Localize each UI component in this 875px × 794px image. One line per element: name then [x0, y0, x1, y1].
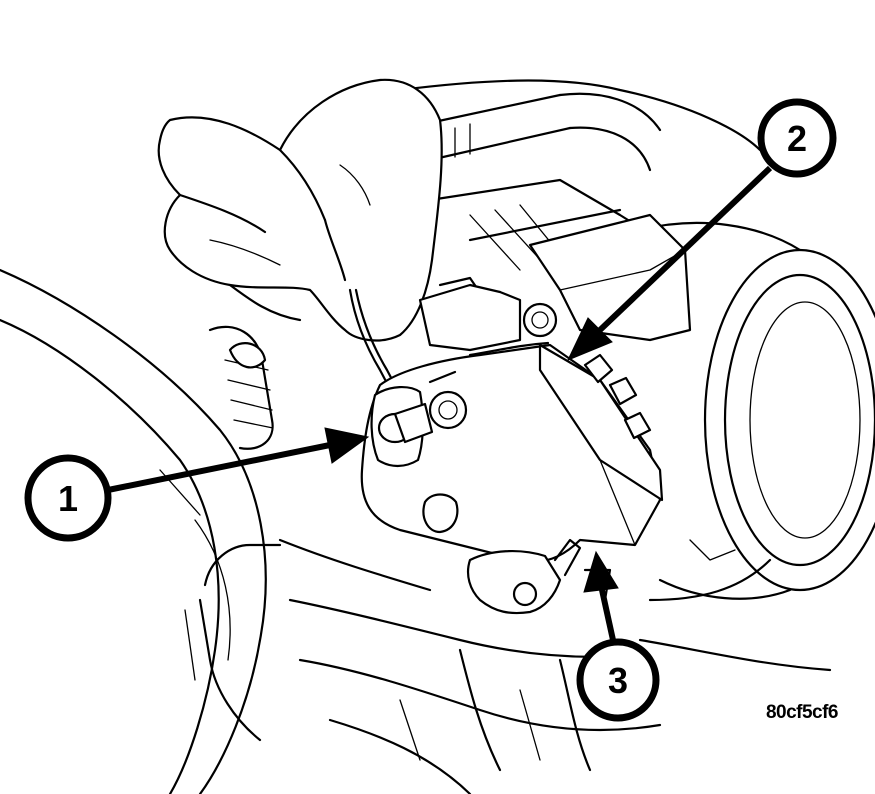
callout-2-label: 2 [787, 118, 807, 159]
engine-background-left [0, 268, 282, 794]
callout-1: 1 [24, 454, 112, 542]
callout-2: 2 [757, 98, 837, 178]
arrowhead-2 [566, 317, 613, 361]
leader-arrows [107, 165, 773, 641]
figure-code: 80cf5cf6 [766, 702, 838, 723]
leader-arrow-3 [599, 589, 616, 641]
technician-hand [157, 78, 443, 412]
callout-3-label: 3 [608, 660, 628, 701]
leader-arrow-2 [597, 165, 773, 333]
arrowhead-3 [583, 550, 619, 593]
callout-3: 3 [576, 638, 660, 722]
throttle-position-sensor [360, 213, 692, 615]
leader-arrow-1 [107, 442, 331, 493]
callout-1-label: 1 [58, 478, 78, 519]
arrowhead-1 [324, 427, 370, 464]
